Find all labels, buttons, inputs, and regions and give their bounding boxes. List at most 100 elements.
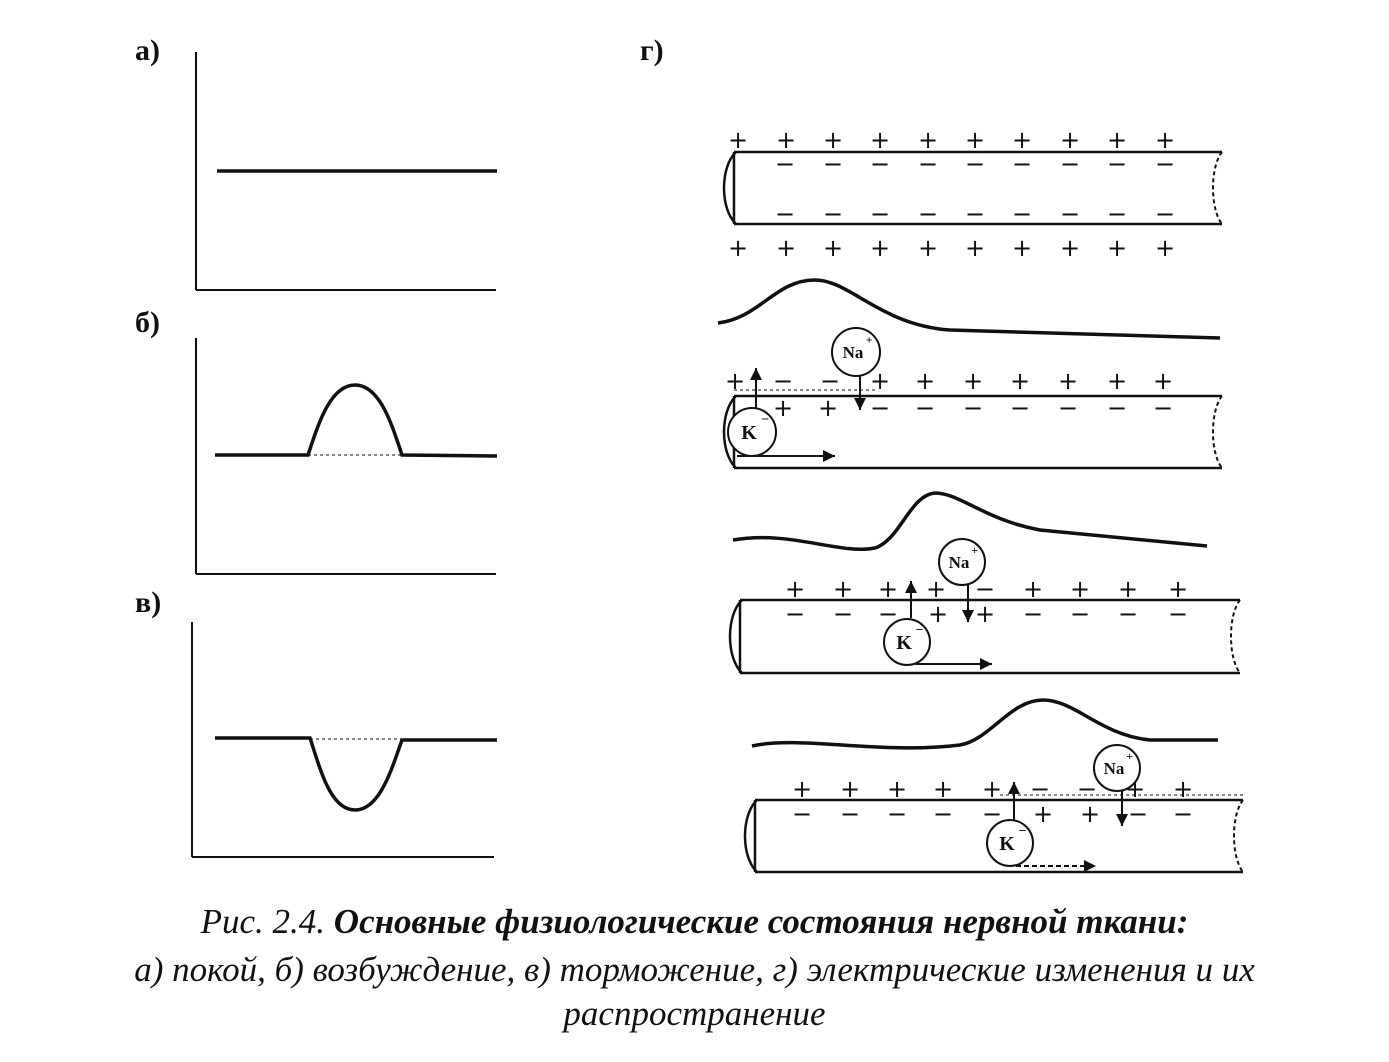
action-potential-wave-3 bbox=[751, 698, 1218, 750]
ion-circle bbox=[986, 819, 1034, 867]
charge-inside-minus: − bbox=[1012, 150, 1032, 178]
charge-outside-plus: + bbox=[1173, 775, 1193, 803]
sodium-ion-1: Na+ bbox=[831, 327, 881, 377]
arrow-head bbox=[750, 368, 762, 380]
charge-outside-minus: − bbox=[820, 367, 840, 395]
sodium-influx-arrow-1 bbox=[854, 376, 866, 410]
charge-outside-plus: + bbox=[1023, 575, 1043, 603]
panel-a-graph bbox=[195, 52, 497, 291]
charge-outside-plus: + bbox=[776, 234, 796, 262]
charge-inside-minus: − bbox=[878, 600, 898, 628]
charge-inside-minus: − bbox=[963, 394, 983, 422]
arrow-head bbox=[1116, 814, 1128, 826]
charge-inside-minus: − bbox=[870, 200, 890, 228]
panel-label-a: а) bbox=[135, 34, 160, 67]
charge-outside-plus: + bbox=[926, 575, 946, 603]
fiber-excitation-3 bbox=[743, 798, 1244, 874]
charge-outside-plus: + bbox=[1153, 367, 1173, 395]
ion-circle bbox=[1093, 744, 1141, 792]
charge-inside-minus: − bbox=[840, 800, 860, 828]
fiber-resting bbox=[722, 150, 1223, 226]
caption-title: Основные физиологические состояния нервн… bbox=[333, 902, 1189, 941]
arrow-head bbox=[823, 450, 835, 462]
charge-outside-plus: + bbox=[728, 234, 748, 262]
charge-inside-minus: − bbox=[1058, 394, 1078, 422]
charge-outside-plus: + bbox=[840, 775, 860, 803]
charge-outside-plus: + bbox=[1012, 126, 1032, 154]
charge-outside-plus: + bbox=[1012, 234, 1032, 262]
panel-label-b: б) bbox=[135, 306, 160, 339]
sodium-influx-arrow-2 bbox=[962, 585, 974, 622]
ion-symbol: Na bbox=[1104, 759, 1125, 778]
charge-inside-minus: − bbox=[1023, 600, 1043, 628]
charge-inside-minus: − bbox=[1168, 600, 1188, 628]
charge-inside-minus: − bbox=[1107, 200, 1127, 228]
charge-inside-minus: − bbox=[775, 200, 795, 228]
propagation-arrow-1 bbox=[737, 450, 835, 462]
charge-inside-minus: − bbox=[1060, 150, 1080, 178]
charge-inside-minus: − bbox=[870, 150, 890, 178]
charge-inside-minus: − bbox=[965, 200, 985, 228]
charge-inside-minus: − bbox=[823, 150, 843, 178]
arrow-head bbox=[854, 398, 866, 410]
charge-outside-minus: − bbox=[1030, 775, 1050, 803]
ion-symbol: K bbox=[741, 422, 757, 444]
charge-outside-plus: + bbox=[870, 234, 890, 262]
panel-label-g: г) bbox=[640, 34, 664, 67]
charge-outside-plus: + bbox=[823, 126, 843, 154]
charge-outside-plus: + bbox=[1060, 234, 1080, 262]
arrow-head bbox=[980, 658, 992, 670]
ion-symbol: K bbox=[896, 632, 912, 654]
propagation-arrow-3 bbox=[1016, 860, 1096, 872]
charge-outside-plus: + bbox=[933, 775, 953, 803]
sodium-ion-2: Na+ bbox=[938, 538, 986, 586]
charge-outside-plus: + bbox=[1168, 575, 1188, 603]
charge-outside-plus: + bbox=[1155, 234, 1175, 262]
charge-inside-minus: − bbox=[1153, 394, 1173, 422]
ion-charge: − bbox=[761, 413, 769, 428]
charge-inside-plus: + bbox=[1033, 800, 1053, 828]
fiber-right-cut bbox=[1230, 599, 1241, 674]
action-potential-wave-2 bbox=[732, 491, 1208, 551]
sodium-influx-arrow-3 bbox=[1116, 791, 1128, 826]
potassium-ion-3: K− bbox=[986, 819, 1034, 867]
charge-outside-plus: + bbox=[982, 775, 1002, 803]
arrow-head bbox=[962, 610, 974, 622]
charge-inside-minus: − bbox=[1118, 600, 1138, 628]
ion-symbol: Na bbox=[949, 553, 970, 572]
charge-inside-minus: − bbox=[1107, 150, 1127, 178]
charge-outside-plus: + bbox=[1010, 367, 1030, 395]
charge-outside-plus: + bbox=[792, 775, 812, 803]
charge-inside-minus: − bbox=[870, 394, 890, 422]
charge-inside-minus: − bbox=[933, 800, 953, 828]
charge-outside-minus: − bbox=[773, 367, 793, 395]
charge-outside-plus: + bbox=[963, 367, 983, 395]
ion-circle bbox=[938, 538, 986, 586]
ion-symbol: K bbox=[999, 833, 1015, 855]
caption-line-3: распространение bbox=[563, 994, 826, 1033]
charge-inside-minus: − bbox=[965, 150, 985, 178]
charge-outside-plus: + bbox=[918, 234, 938, 262]
charge-inside-minus: − bbox=[918, 150, 938, 178]
caption-line-1: Рис. 2.4. Основные физиологические состо… bbox=[0, 902, 1389, 942]
ion-charge: − bbox=[916, 623, 924, 638]
charge-outside-plus: + bbox=[878, 575, 898, 603]
action-potential-wave-1 bbox=[717, 278, 1221, 340]
fiber-right-cut bbox=[1212, 395, 1223, 469]
charge-inside-minus: − bbox=[1173, 800, 1193, 828]
charge-inside-minus: − bbox=[1070, 600, 1090, 628]
fiber-right-cut bbox=[1233, 799, 1244, 873]
potassium-ion-2: K− bbox=[883, 618, 931, 666]
arrow-head bbox=[1084, 860, 1096, 872]
ion-charge: + bbox=[971, 543, 978, 557]
charge-outside-plus: + bbox=[1060, 126, 1080, 154]
potassium-efflux-arrow-2 bbox=[905, 581, 917, 618]
charge-outside-plus: + bbox=[965, 234, 985, 262]
charge-outside-plus: + bbox=[918, 126, 938, 154]
charge-outside-plus: + bbox=[1107, 367, 1127, 395]
potassium-efflux-arrow-1 bbox=[750, 368, 762, 408]
ion-charge: − bbox=[1019, 824, 1027, 839]
arrow-head bbox=[1008, 782, 1020, 794]
charge-outside-plus: + bbox=[870, 126, 890, 154]
charge-inside-minus: − bbox=[1010, 394, 1030, 422]
